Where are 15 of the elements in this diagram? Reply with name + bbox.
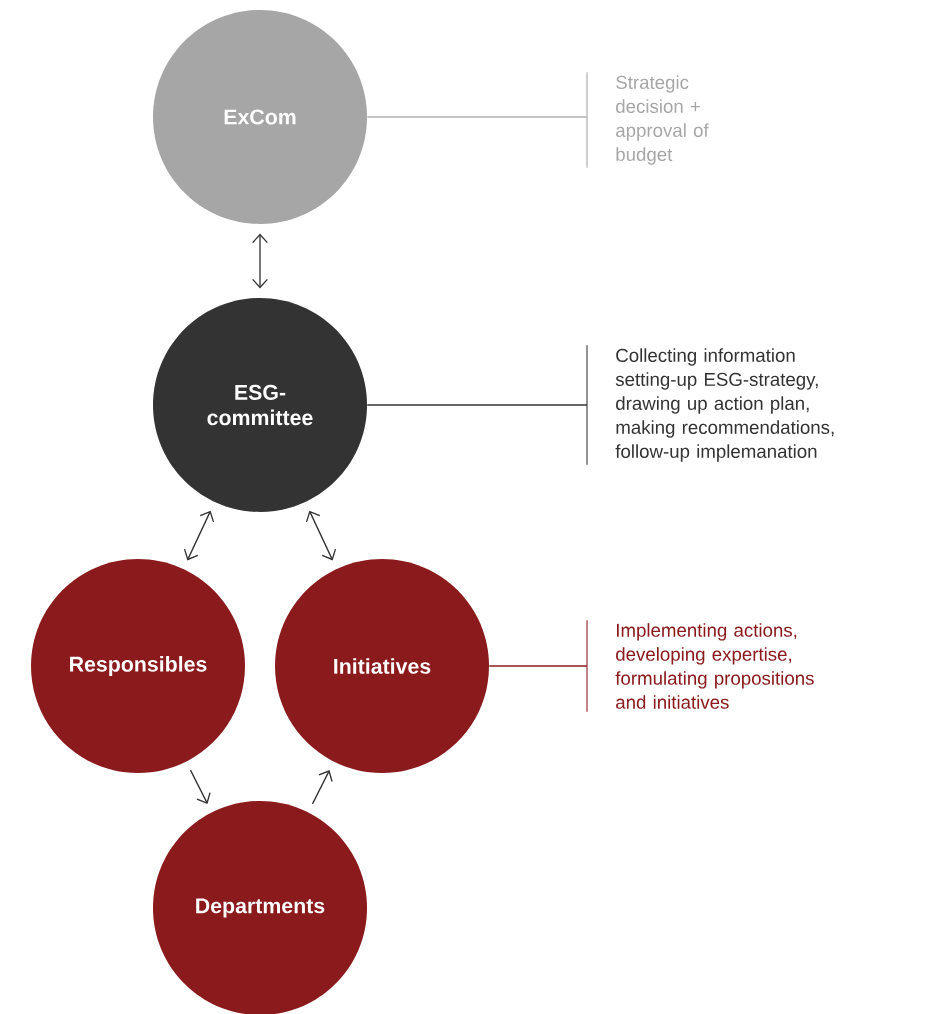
arrow [189, 769, 211, 804]
leader-line [366, 116, 588, 118]
arrow [252, 233, 268, 289]
arrow [305, 510, 337, 561]
circle-node: Initiatives [275, 559, 489, 773]
description-text: Strategic decision + approval of budget [616, 75, 709, 165]
circle-node: ExCom [153, 10, 367, 224]
circle-node: Responsibles [31, 559, 245, 773]
description-text: Implementing actions, developing expertise, formulating propositions and initiatives [615, 623, 814, 709]
leader-line [366, 404, 588, 406]
arrow [183, 510, 215, 561]
description-text: Collecting information setting-up ESG-strategy, drawing up action plan, making recommendations, follow-up implemanation [615, 348, 834, 462]
leader-line [488, 665, 588, 667]
arrow [311, 770, 333, 805]
circle-node: ESG- committee [153, 298, 367, 512]
